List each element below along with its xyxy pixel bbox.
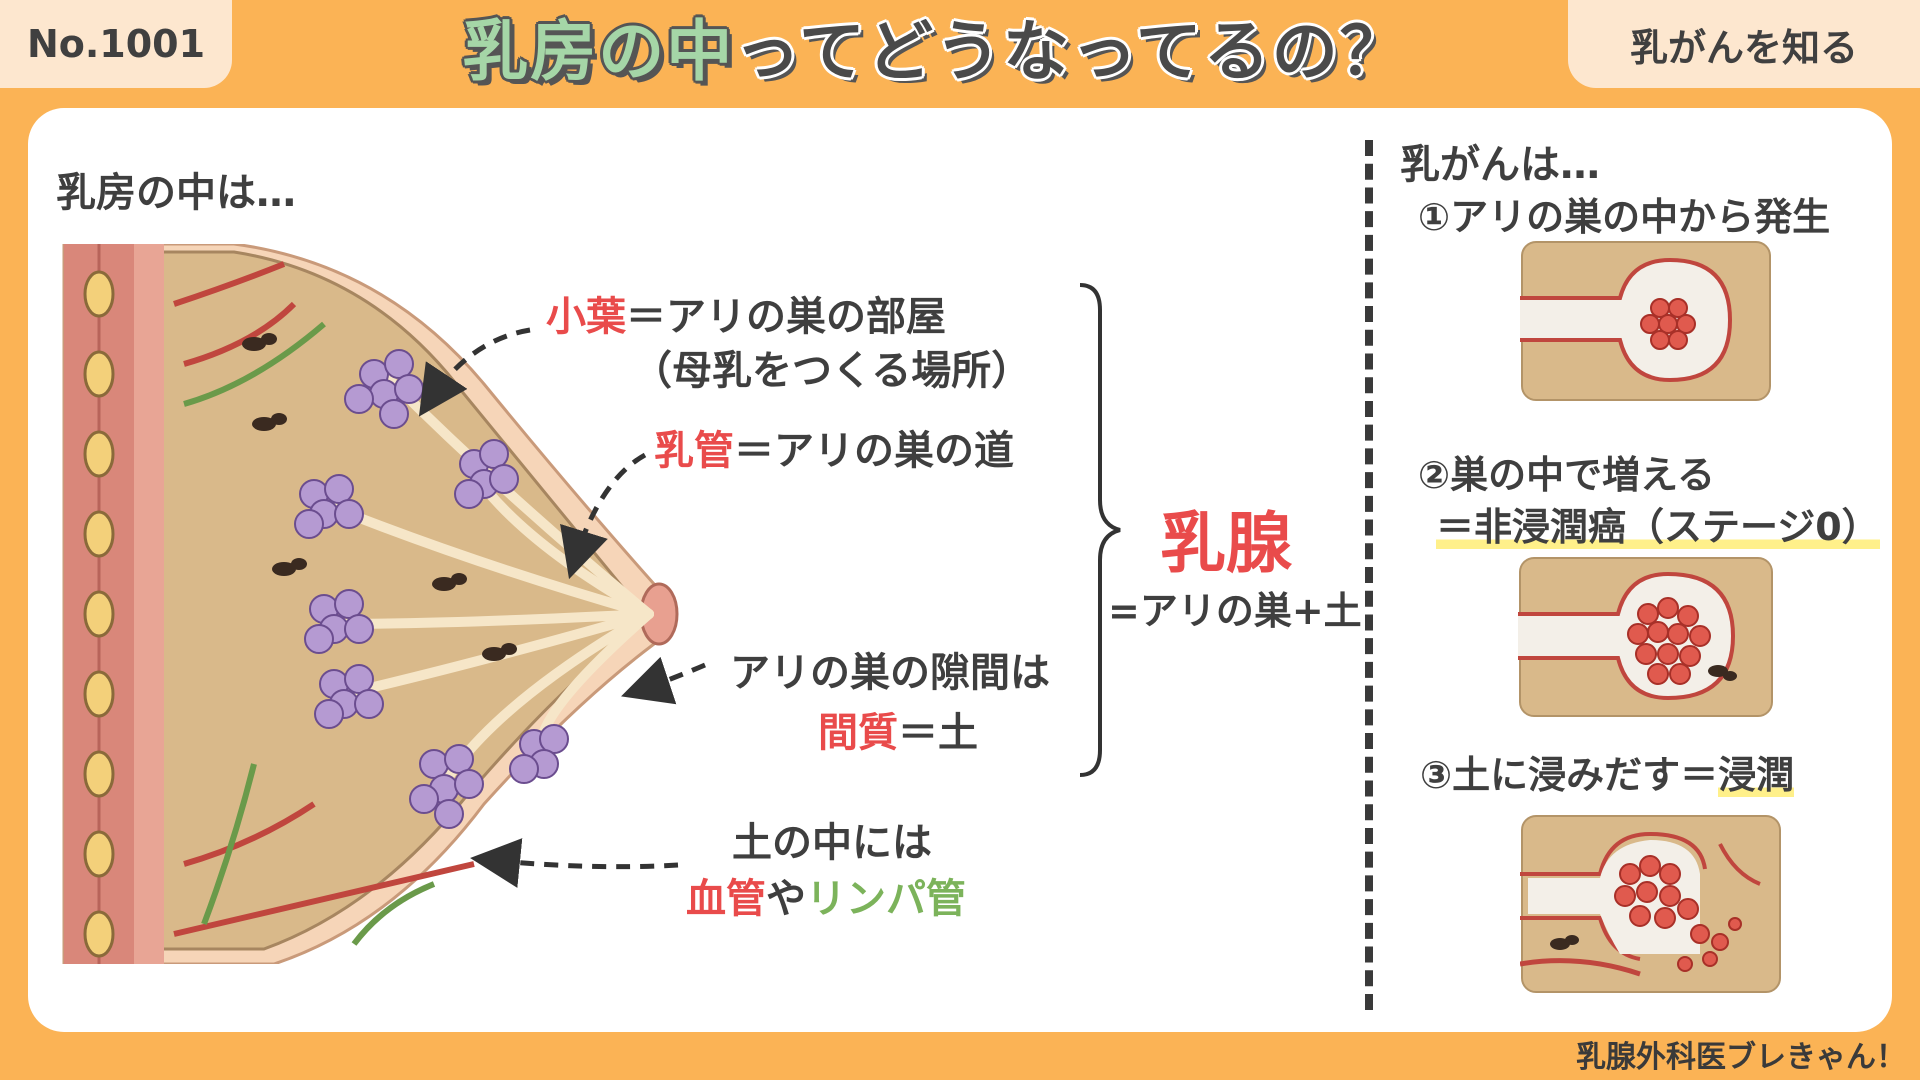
- stage-2-label-line1: ②巣の中で増える: [1418, 453, 1716, 497]
- vessels-ya: や: [766, 876, 806, 922]
- episode-number: No.1001: [26, 22, 206, 66]
- left-section-label: 乳房の中は…: [56, 170, 296, 216]
- stroma-annotation: 間質＝土: [818, 700, 978, 758]
- stage-3-prefix: ③土に浸みだす＝: [1420, 753, 1719, 797]
- mammary-gland-title: 乳腺: [1160, 505, 1292, 582]
- stroma-term: 間質: [818, 710, 898, 756]
- category-label: 乳がんを知る: [1629, 25, 1858, 70]
- episode-number-tab: No.1001: [0, 0, 232, 88]
- lobule-annotation: 小葉＝アリの巣の部屋: [546, 284, 946, 342]
- page-title: 乳房の中ってどうなってるの？: [240, 2, 1630, 90]
- vessels-line1: 土の中には: [732, 820, 932, 866]
- lobule-desc: ＝アリの巣の部屋: [626, 294, 946, 340]
- stroma-line1: アリの巣の隙間は: [730, 650, 1050, 696]
- lymph-vessel-term: リンパ管: [806, 876, 966, 922]
- curly-brace: [1079, 283, 1121, 777]
- page-title-rest: ってどうなってるの？: [734, 13, 1408, 90]
- right-section-label: 乳がんは…: [1400, 142, 1600, 188]
- author-credit: 乳腺外科医ブレきゃん！: [1576, 1040, 1906, 1075]
- stage-3-label: ③土に浸みだす＝浸潤: [1420, 744, 1795, 799]
- duct-annotation: 乳管＝アリの巣の道: [654, 418, 1014, 476]
- lobule-term: 小葉: [546, 294, 626, 340]
- vertical-divider: [1365, 140, 1373, 1010]
- duct-term: 乳管: [654, 428, 734, 474]
- stroma-desc: ＝土: [898, 710, 978, 756]
- invasion-term: 浸潤: [1718, 753, 1795, 797]
- stage-1-label: ①アリの巣の中から発生: [1418, 195, 1831, 239]
- mammary-gland-subtitle: =アリの巣+土: [1108, 589, 1362, 633]
- page-title-highlight: 乳房の中: [462, 13, 735, 90]
- blood-vessel-term: 血管: [686, 876, 766, 922]
- breast-cross-section-illustration: [62, 244, 679, 964]
- stage-3-illustration: [1520, 815, 1781, 993]
- stage-1-illustration: [1520, 241, 1771, 401]
- duct-desc: ＝アリの巣の道: [734, 428, 1014, 474]
- stage-2-label-line2: ＝非浸潤癌（ステージ0）: [1436, 496, 1880, 551]
- vessels-annotation: 血管やリンパ管: [686, 866, 966, 924]
- non-invasive-term: ＝非浸潤癌（ステージ0）: [1436, 505, 1880, 549]
- category-tab: 乳がんを知る: [1568, 0, 1920, 88]
- lobule-note: （母乳をつくる場所）: [632, 348, 1032, 394]
- stage-2-illustration: [1518, 557, 1773, 717]
